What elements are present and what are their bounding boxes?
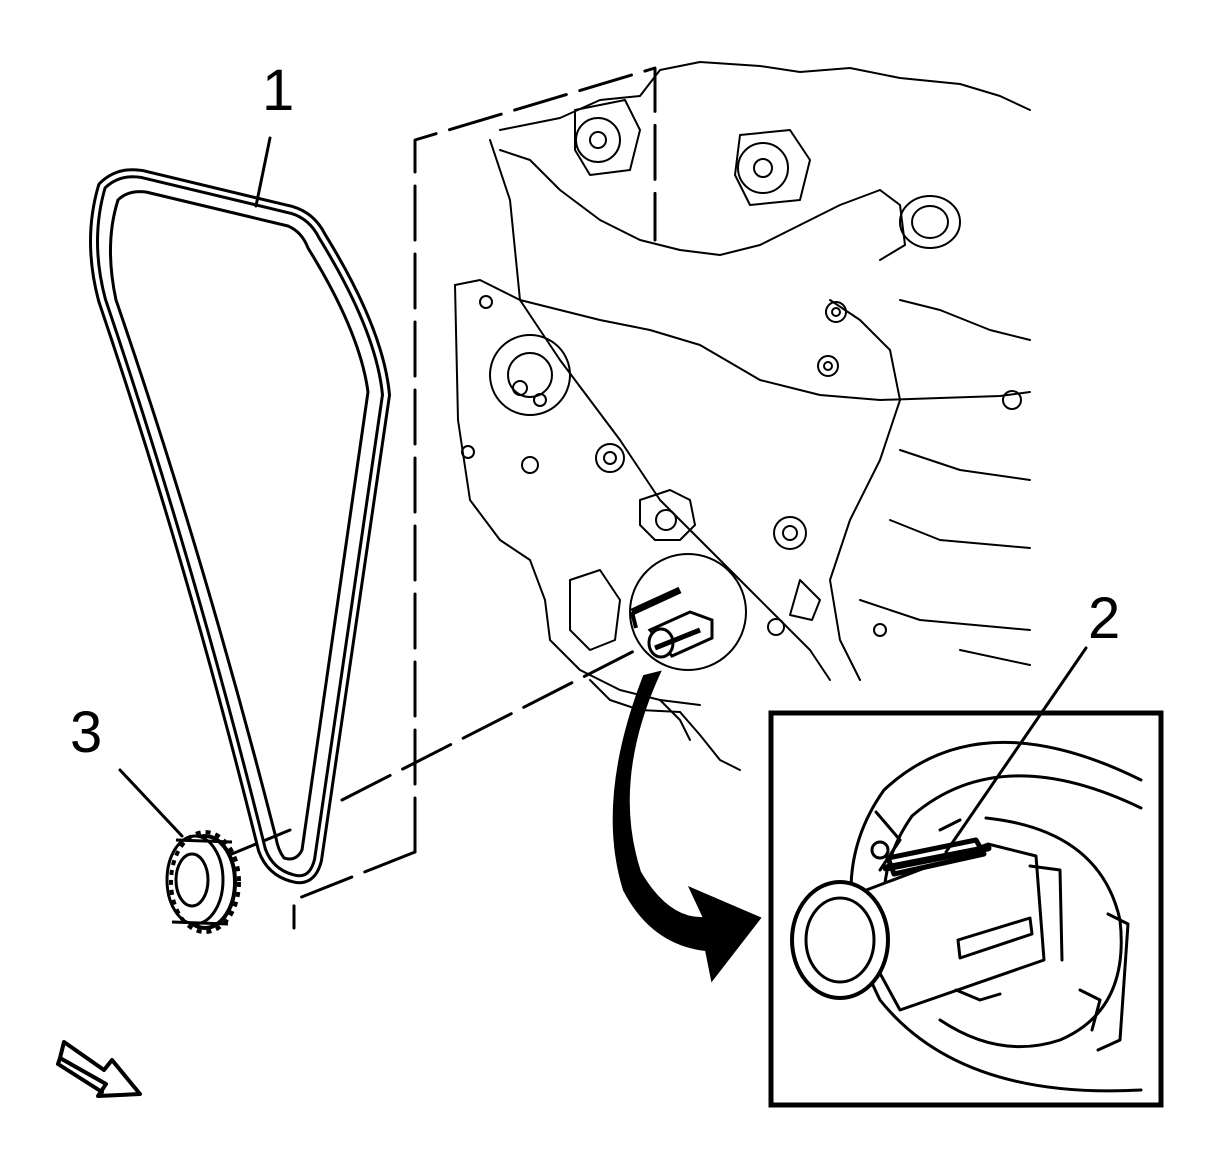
engine-block — [454, 61, 1031, 771]
detail-view-arrow-icon — [612, 670, 762, 983]
timing-chain — [89, 168, 391, 885]
callout-3-label: 3 — [70, 700, 102, 765]
orientation-arrow-icon — [56, 1040, 142, 1098]
callout-1-label: 1 — [262, 58, 294, 123]
crankshaft-nose — [630, 586, 714, 659]
callout-2-label: 2 — [1088, 586, 1120, 651]
crankshaft-sprocket — [165, 830, 241, 934]
leader-lines — [118, 136, 1088, 854]
alignment-dashed-lines — [220, 66, 657, 930]
detail-view-box — [768, 710, 1164, 1108]
